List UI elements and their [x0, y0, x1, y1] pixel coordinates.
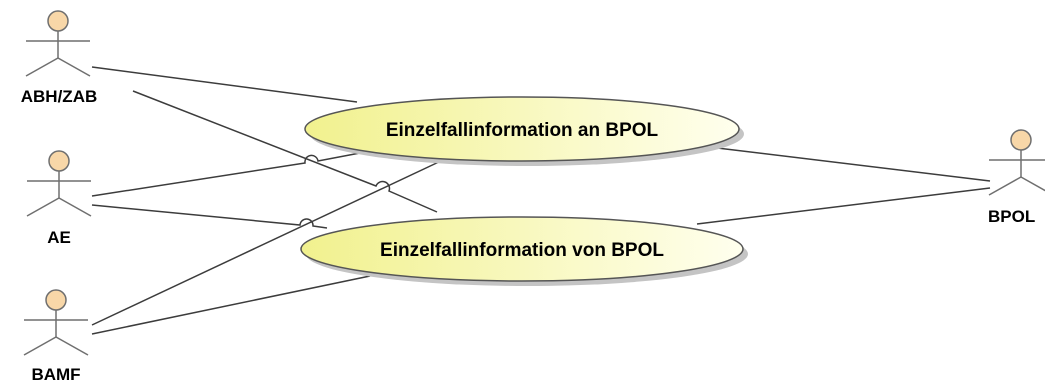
actor-abh-zab[interactable]: ABH/ZAB — [21, 10, 98, 106]
actor-bpol[interactable]: BPOL — [988, 129, 1045, 226]
actor-ae-label: AE — [47, 228, 71, 247]
actor-abh-zab-label: ABH/ZAB — [21, 87, 98, 106]
actor-ae[interactable]: AE — [26, 150, 92, 247]
actor-abh-zab-figure — [25, 10, 91, 77]
actor-bamf[interactable]: BAMF — [23, 289, 89, 382]
usecase-an-bpol-ellipse — [304, 96, 740, 162]
usecase-von-bpol-label: Einzelfallinformation von BPOL — [380, 240, 664, 261]
usecase-von-bpol-ellipse — [300, 216, 744, 282]
assoc-abh-von-bpol — [132, 90, 438, 213]
actor-bamf-figure — [23, 289, 89, 356]
assoc-bpol-an-bpol — [708, 146, 991, 182]
assoc-abh-an-bpol — [91, 66, 358, 103]
assoc-bpol-von-bpol — [696, 187, 991, 225]
assoc-bamf-an-bpol — [91, 159, 444, 326]
assoc-bamf-von-bpol — [91, 275, 371, 335]
association-lines — [91, 66, 991, 335]
usecase-von-bpol[interactable]: Einzelfallinformation von BPOL — [300, 216, 748, 286]
actor-bpol-label: BPOL — [988, 207, 1035, 226]
actor-ae-figure — [26, 150, 92, 217]
actor-bamf-label: BAMF — [31, 365, 80, 382]
actor-bpol-figure — [988, 129, 1045, 196]
assoc-ae-von-bpol — [91, 204, 328, 229]
usecase-an-bpol[interactable]: Einzelfallinformation an BPOL — [304, 96, 744, 166]
usecase-an-bpol-label: Einzelfallinformation an BPOL — [386, 120, 659, 141]
assoc-ae-an-bpol — [91, 152, 361, 197]
